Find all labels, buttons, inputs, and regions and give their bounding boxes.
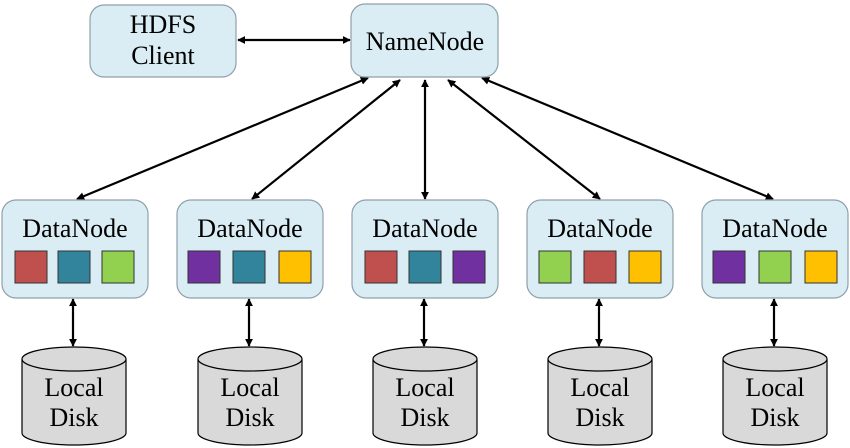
local-disk-1-top (21, 346, 127, 372)
hdfs-client-box: HDFS Client (89, 4, 237, 78)
namenode-label: NameNode (366, 27, 484, 56)
datanode-5: DataNode (701, 199, 849, 299)
local-disk-4-top (547, 346, 653, 372)
namenode-box: NameNode (350, 3, 499, 78)
local-disk-2-label-line1: Local (220, 373, 279, 402)
datanode-3-block-3 (452, 250, 486, 284)
arrow-namenode-datanode-2 (251, 79, 401, 200)
datanode-1: DataNode (1, 199, 149, 299)
local-disk-3-label-line2: Disk (400, 403, 449, 432)
local-disk-5: Local Disk (722, 346, 828, 446)
datanode-5-block-2 (758, 250, 792, 284)
local-disk-4-label-line1: Local (570, 373, 629, 402)
datanode-4-block-3 (628, 250, 662, 284)
datanode-1-block-1 (14, 250, 48, 284)
local-disk-3-body (372, 359, 478, 446)
datanode-1-block-3 (101, 250, 135, 284)
arrow-namenode-datanode-4 (447, 79, 601, 200)
arrow-namenode-datanode-5 (481, 76, 774, 201)
datanode-2-block-2 (232, 250, 266, 284)
datanode-4-block-2 (583, 250, 617, 284)
local-disk-5-label-line2: Disk (750, 403, 799, 432)
local-disk-5-top (722, 346, 828, 372)
datanode-3: DataNode (351, 199, 499, 299)
local-disk-4-body (547, 359, 653, 446)
datanode-1-block-2 (57, 250, 91, 284)
arrow-namenode-datanode-1 (76, 76, 369, 201)
local-disk-1: Local Disk (21, 346, 127, 446)
connector-arrows (69, 36, 778, 347)
datanode-2-block-1 (187, 250, 221, 284)
datanode-3-block-1 (364, 250, 398, 284)
datanode-4-label: DataNode (547, 214, 652, 243)
local-disk-2-label-line2: Disk (225, 403, 274, 432)
namenode-box-shape (350, 3, 499, 78)
hdfs-client-label-line1: HDFS (130, 10, 196, 39)
local-disk-3-label-line1: Local (395, 373, 454, 402)
local-disk-1-label-line2: Disk (49, 403, 98, 432)
local-disk-5-label-line1: Local (745, 373, 804, 402)
hdfs-client-label-line2: Client (131, 41, 195, 70)
local-disk-4: Local Disk (547, 346, 653, 446)
local-disk-3: Local Disk (372, 346, 478, 446)
datanode-5-label: DataNode (722, 214, 827, 243)
local-disk-2-top (197, 346, 303, 372)
local-disk-1-label-line1: Local (44, 373, 103, 402)
datanode-3-label: DataNode (372, 214, 477, 243)
local-disk-2-body (197, 359, 303, 446)
hdfs-client-box-shape (89, 4, 237, 78)
datanode-5-block-3 (804, 250, 838, 284)
datanode-4: DataNode (526, 199, 674, 299)
local-disk-4-label-line2: Disk (575, 403, 624, 432)
datanode-2-block-3 (278, 250, 312, 284)
datanode-1-label: DataNode (22, 214, 127, 243)
datanode-5-block-1 (712, 250, 746, 284)
local-disk-3-top (372, 346, 478, 372)
local-disk-5-body (722, 359, 828, 446)
local-disk-1-body (21, 359, 127, 446)
local-disk-2: Local Disk (197, 346, 303, 446)
datanode-4-block-1 (538, 250, 572, 284)
datanode-3-block-2 (408, 250, 442, 284)
datanode-2: DataNode (176, 199, 324, 299)
datanode-2-label: DataNode (197, 214, 302, 243)
